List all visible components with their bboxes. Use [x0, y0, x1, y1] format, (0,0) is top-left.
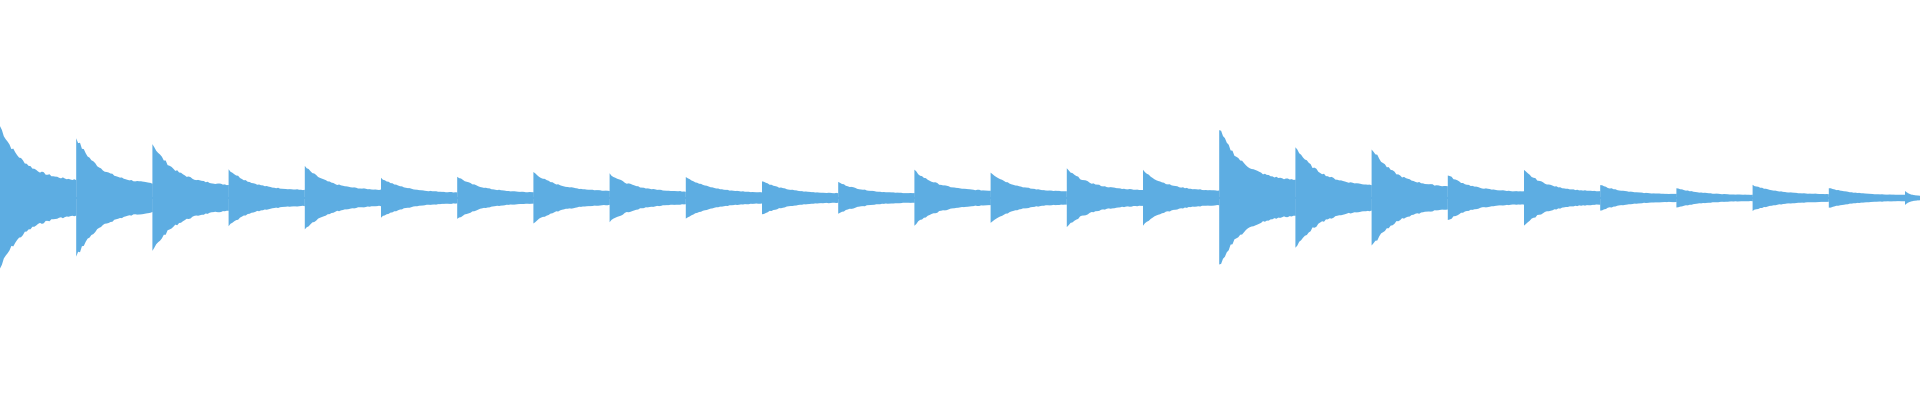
waveform-centerline — [0, 197, 1920, 199]
